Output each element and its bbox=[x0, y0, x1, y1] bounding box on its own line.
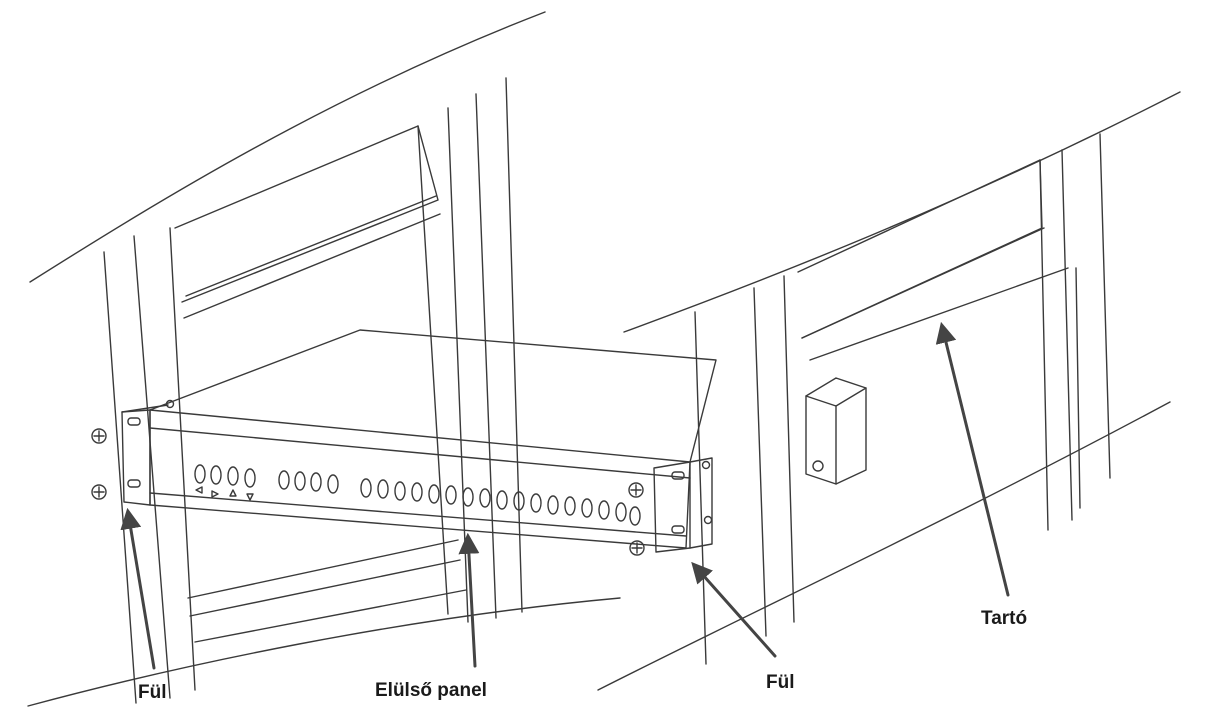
left-rack-frame bbox=[27, 11, 621, 707]
label-ear-left: Fül bbox=[138, 682, 167, 703]
device-chassis bbox=[121, 329, 717, 553]
screw-icon bbox=[91, 399, 713, 556]
arrow-ear-left bbox=[120, 507, 156, 670]
arrow-front-panel bbox=[458, 532, 480, 668]
right-rack-frame bbox=[597, 91, 1181, 691]
arrow-ear-right bbox=[691, 561, 777, 658]
front-panel-buttons bbox=[194, 464, 641, 526]
label-bracket: Tartó bbox=[981, 608, 1028, 629]
label-ear-right: Fül bbox=[766, 672, 795, 693]
arrow-bracket bbox=[935, 321, 1010, 597]
label-front-panel: Elülső panel bbox=[375, 680, 487, 701]
